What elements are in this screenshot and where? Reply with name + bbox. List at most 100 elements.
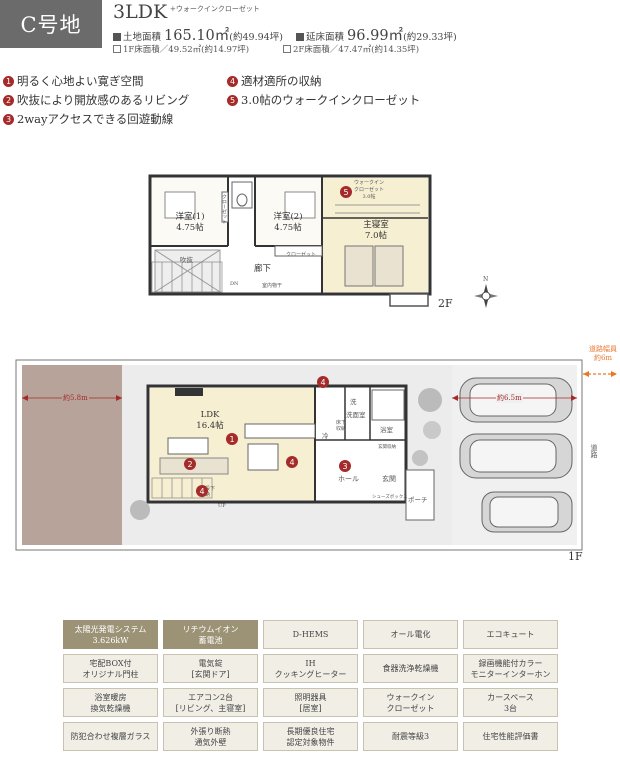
tv-board — [175, 388, 203, 396]
ldk-label: LDK 16.4帖 — [190, 410, 230, 432]
pin-4-washroom: 4 — [317, 376, 329, 388]
dn-label: DN — [230, 281, 239, 287]
feature-number: 3 — [3, 113, 14, 125]
road-label: 道路 — [590, 444, 598, 458]
washroom-label: 洗面室 — [346, 411, 366, 419]
bath-label: 浴室 — [380, 426, 393, 434]
square-outline-icon — [113, 45, 121, 53]
washer-label: 洗 — [350, 398, 357, 406]
pin-3: 3 — [339, 460, 351, 472]
pin-4-under-stairs: 4 — [196, 485, 208, 497]
desk-room2 — [284, 191, 316, 219]
first-floor-area: 1F床面積／49.52㎡(約14.97坪) — [113, 43, 249, 55]
pin-1: 1 — [226, 433, 238, 445]
sofa — [167, 437, 209, 455]
porch-label: ポーチ — [408, 496, 428, 504]
equipment-cell: オール電化 — [363, 620, 458, 649]
entrance-storage-label: 玄関収納 — [378, 445, 396, 450]
land-area-brown — [22, 365, 122, 545]
feature-text: 適材適所の収納 — [241, 74, 322, 88]
tree-icon — [423, 421, 441, 439]
tree-icon — [130, 500, 150, 520]
floor-label-1f: 1F — [568, 550, 583, 563]
land-area-value: 165.10㎡ — [164, 28, 230, 44]
land-area: 土地面積 165.10㎡(約49.94坪) — [113, 24, 283, 45]
plan-type: 3LDK — [113, 1, 168, 23]
width-left: 約5.8m — [62, 393, 89, 403]
equipment-cell: 食器洗浄乾燥機 — [363, 654, 458, 683]
pin-2: 2 — [184, 458, 196, 470]
master-name: 主寝室 — [363, 220, 389, 230]
closet-2-shape — [274, 245, 323, 257]
second-floor-area: 2F床面積／47.47㎡(約14.35坪) — [283, 43, 419, 55]
feature-number: 4 — [227, 75, 238, 87]
fukinuke-label: 吹抜 — [180, 256, 193, 264]
room1-name: 洋室(1) — [175, 212, 205, 222]
second-floor-area-text: 2F床面積／47.47㎡(約14.35坪) — [293, 45, 420, 55]
bathtub — [371, 389, 405, 421]
floor-area-value: 96.99㎡ — [347, 28, 404, 44]
feature-number: 5 — [227, 94, 238, 106]
closet-label-1: クローゼット — [221, 194, 227, 224]
closet-label-2: クローゼット — [286, 252, 317, 258]
kitchen-counter — [244, 423, 316, 439]
equipment-cell: D-HEMS — [263, 620, 358, 649]
car-icon — [481, 491, 573, 533]
equipment-cell: 防犯合わせ複層ガラス — [63, 722, 158, 751]
equipment-cell: 住宅性能評価書 — [463, 722, 558, 751]
room2-label: 洋室(2) 4.75帖 — [258, 212, 318, 234]
stairs-2f — [151, 261, 223, 293]
equipment-cell: 宅配BOX付 オリジナル門柱 — [63, 654, 158, 683]
floor-area-tsubo: (約29.33坪) — [403, 32, 457, 43]
fridge-label: 冷 — [322, 432, 329, 440]
feature-text: 3.0帖のウォークインクローゼット — [241, 93, 421, 107]
equipment-cell: エコキュート — [463, 620, 558, 649]
equipment-cell: エアコン2台 [リビング、主寝室] — [163, 688, 258, 717]
square-icon — [296, 33, 304, 41]
ldk-size: 16.4帖 — [196, 421, 224, 431]
dining-table — [247, 443, 279, 471]
underfloor-storage-label: 床下 収納 — [336, 420, 347, 432]
desk-room1 — [164, 191, 196, 219]
indoor-drying-note: 室内物干 — [262, 283, 283, 289]
equipment-cell: カースペース 3台 — [463, 688, 558, 717]
floor-area-label: 延床面積 — [306, 32, 345, 43]
entrance-label: 玄関 — [382, 475, 396, 483]
land-area-tsubo: (約49.94坪) — [229, 32, 283, 43]
master-bedroom-label: 主寝室 7.0帖 — [346, 220, 406, 242]
equipment-cell: 照明器具 [居室] — [263, 688, 358, 717]
room2-size: 4.75帖 — [274, 223, 302, 233]
tree-icon — [418, 388, 442, 412]
square-icon — [113, 33, 121, 41]
tree-icon — [412, 450, 428, 466]
equipment-cell: リチウムイオン 蓄電池 — [163, 620, 258, 649]
feature-text: 2wayアクセスできる回遊動線 — [17, 112, 174, 126]
equipment-cell: 太陽光発電システム 3.626kW — [63, 620, 158, 649]
equipment-cell: 耐震等級3 — [363, 722, 458, 751]
road-width: 道路幅員 約6m — [589, 345, 617, 362]
land-area-label: 土地面積 — [123, 32, 162, 43]
equipment-cell: 電気錠 [玄関ドア] — [163, 654, 258, 683]
equipment-cell: IH クッキングヒーター — [263, 654, 358, 683]
room1-label: 洋室(1) 4.75帖 — [160, 212, 220, 234]
bed-right — [374, 245, 404, 287]
square-outline-icon — [283, 45, 291, 53]
equipment-cell: 長期優良住宅 認定対象物件 — [263, 722, 358, 751]
north-arrow-icon — [474, 284, 498, 308]
equipment-cell: 外張り断熱 通気外壁 — [163, 722, 258, 751]
closet-1-shape — [221, 191, 229, 223]
hall-1f-label: ホール — [338, 475, 359, 483]
wic-label: ウォークイン クローゼット 3.0帖 — [354, 180, 385, 200]
first-floor-area-text: 1F床面積／49.52㎡(約14.97坪) — [123, 45, 250, 55]
porch-step — [405, 469, 435, 521]
pin-4-pantry: 4 — [286, 456, 298, 468]
equipment-cell: 録画機能付カラー モニターインターホン — [463, 654, 558, 683]
hall-2f-label: 廊下 — [254, 264, 272, 274]
plan-subtitle: +ウォークインクローゼット — [170, 5, 260, 13]
balcony — [389, 293, 429, 307]
north-label: N — [483, 276, 489, 283]
